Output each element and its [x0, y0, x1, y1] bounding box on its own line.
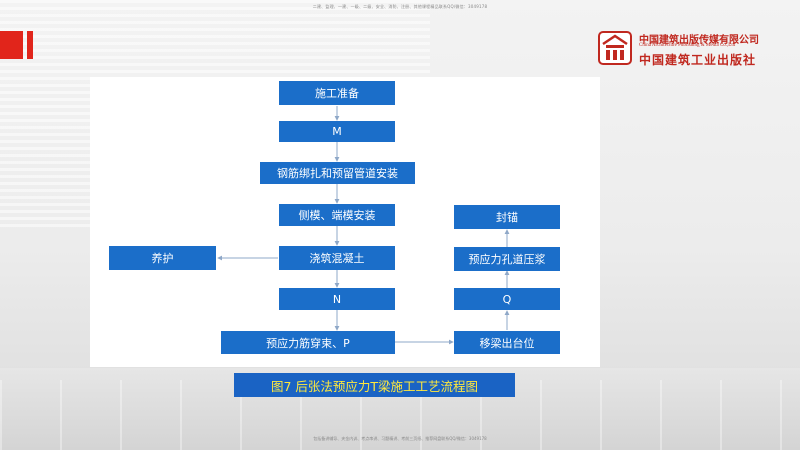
- top-note: 二建、监理、一建、一级、二级、安全、消防、注册、其他课程精品联系QQ/微信：30…: [312, 4, 488, 9]
- step-m: M: [279, 121, 395, 142]
- bottom-note: 包括备讲辅导、夹金内训、考点串讲、习题精讲、考前三页纸、推荐网盘联系QQ/微信：…: [313, 436, 487, 441]
- publisher-logo-icon: [598, 31, 632, 65]
- step-construction-prep: 施工准备: [279, 81, 395, 105]
- step-n: N: [279, 288, 395, 310]
- step-duct-grouting: 预应力孔道压浆: [454, 247, 560, 271]
- step-pour-concrete: 浇筑混凝土: [279, 246, 395, 270]
- publisher-name-en: China Architecture Publishing & Media Co…: [639, 43, 736, 48]
- publisher-name-cn: 中国建筑出版传媒有限公司: [639, 35, 759, 46]
- publisher-logo: 中国建筑出版传媒有限公司 China Architecture Publishi…: [597, 30, 797, 72]
- step-formwork: 侧模、端模安装: [279, 204, 395, 226]
- publisher-name-cn-secondary: 中国建筑工业出版社: [639, 53, 757, 67]
- step-q: Q: [454, 288, 560, 310]
- red-accent-bar: [0, 31, 23, 59]
- step-anchor-sealing: 封锚: [454, 205, 560, 229]
- step-curing: 养护: [109, 246, 216, 270]
- step-tendon-threading: 预应力筋穿束、P: [221, 331, 395, 354]
- step-rebar-and-ducts: 钢筋绑扎和预留管道安装: [260, 162, 415, 184]
- red-accent-bar-small: [27, 31, 33, 59]
- step-move-beam: 移梁出台位: [454, 331, 560, 354]
- figure-caption: 图7 后张法预应力T梁施工工艺流程图: [234, 373, 515, 397]
